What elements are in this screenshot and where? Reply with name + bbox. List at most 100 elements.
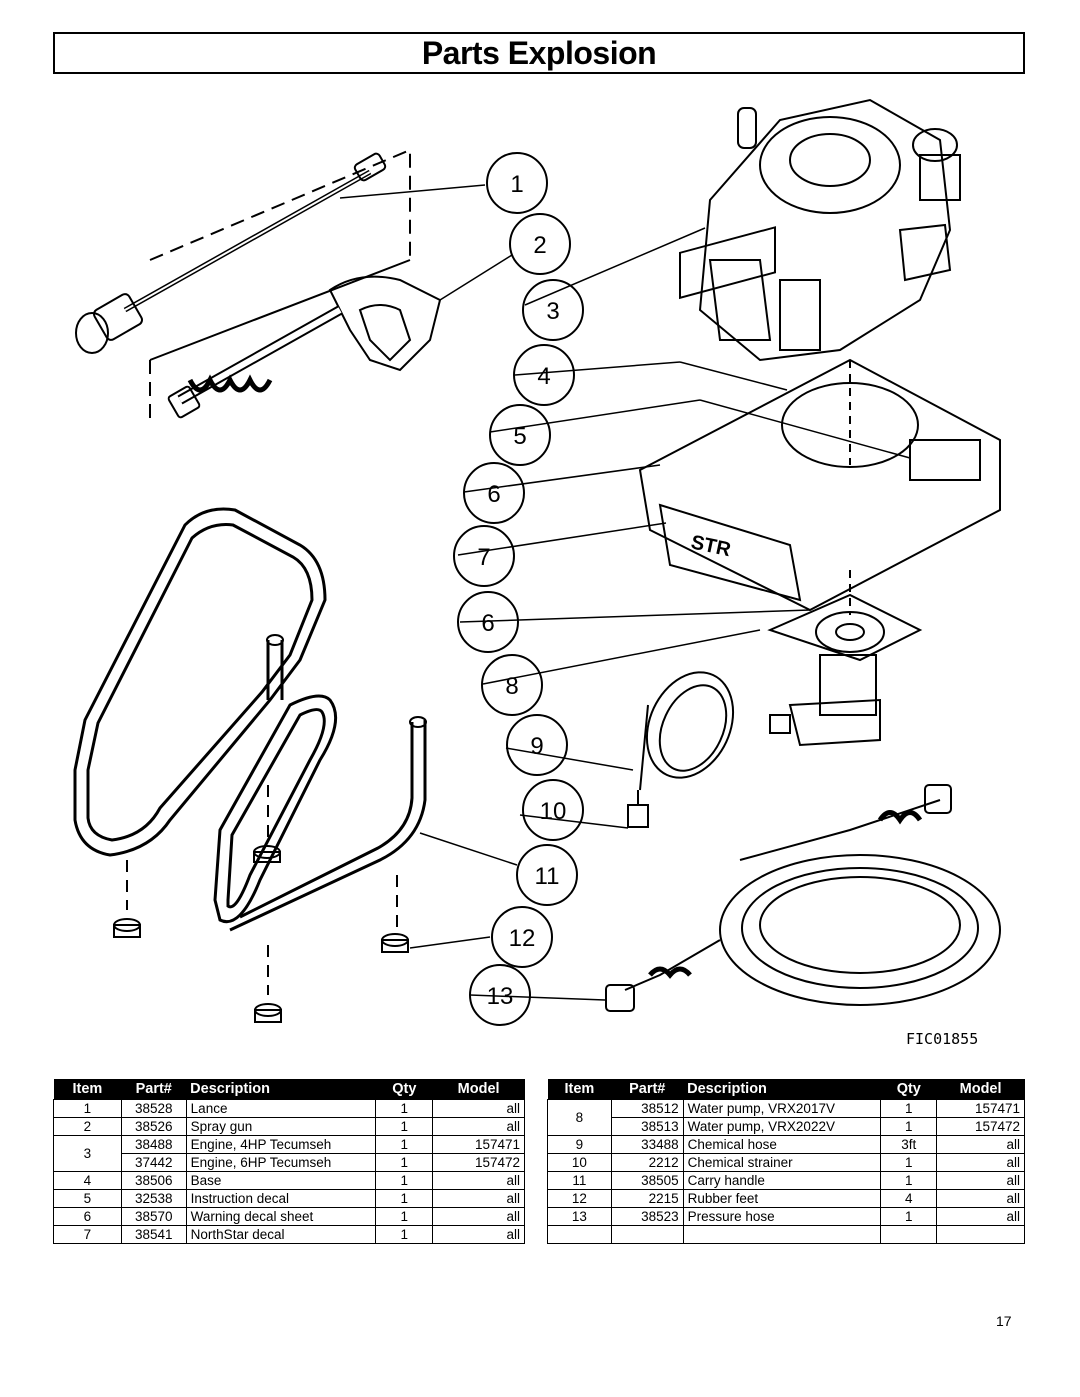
cell-part: 38528 [120,1098,187,1118]
cell-part: 38541 [120,1224,187,1244]
cell-description: Engine, 6HP Tecumseh [185,1152,377,1172]
engine-drawing [698,98,961,362]
figure-code: FIC01855 [906,1030,979,1048]
base-drawing: STR [638,226,1001,612]
callout-label: 8 [505,673,518,700]
cell-item: 11 [547,1170,612,1190]
cell-item: 2 [53,1116,122,1136]
cell-description: Water pump, VRX2022V [682,1116,882,1136]
cell-description: Base [185,1170,377,1190]
cell-qty: 1 [880,1170,938,1190]
table-row: 6 38570 Warning decal sheet 1 all [53,1206,525,1226]
pressure-hose-drawing [605,784,1001,1012]
table-row: 9 33488 Chemical hose 3ft all [547,1134,1025,1154]
cell-part: 38506 [120,1170,187,1190]
header-item: Item [53,1079,122,1099]
cell-description [682,1224,882,1244]
cell-item: 13 [547,1206,612,1226]
parts-explosion-diagram: STR [73,98,1001,1026]
table-row: 7 38541 NorthStar decal 1 all [53,1224,525,1244]
callout-label: 11 [535,863,560,890]
callout-label: 6 [481,610,494,637]
cell-qty: 1 [880,1206,938,1226]
cell-qty: 4 [880,1188,938,1208]
cell-part: 2215 [610,1188,684,1208]
callout-label: 13 [487,983,514,1010]
cell-part: 38488 [120,1134,187,1154]
cell-description: Water pump, VRX2017V [682,1098,882,1118]
cell-qty: 1 [375,1134,434,1154]
cell-description: Carry handle [682,1170,882,1190]
cell-qty: 1 [880,1152,938,1172]
cell-part: 38570 [120,1206,187,1226]
cell-qty: 1 [375,1170,434,1190]
chemical-hose-drawing [627,671,735,828]
cell-model: all [432,1170,525,1190]
leader-lines [339,184,911,1001]
callout-label: 9 [530,733,543,760]
header-model: Model [936,1079,1025,1099]
table-header-row: Item Part# Description Qty Model [53,1079,525,1099]
cell-item: 7 [53,1224,122,1244]
cell-qty: 1 [375,1098,434,1118]
cell-model: all [936,1170,1025,1190]
header-qty: Qty [880,1079,937,1099]
cell-qty: 1 [375,1116,434,1136]
rubber-feet-drawing [113,785,409,1023]
cell-description: Rubber feet [682,1188,882,1208]
cell-part: 38512 [610,1098,684,1118]
header-model: Model [432,1079,525,1099]
cell-item [547,1224,612,1244]
table-row: 2 38526 Spray gun 1 all [53,1116,525,1136]
cell-model: all [432,1188,525,1208]
header-part: Part# [121,1079,187,1099]
cell-item: 8 [547,1098,612,1136]
spray-gun-drawing [167,275,442,419]
cell-qty: 1 [375,1152,434,1172]
table-header-row: Item Part# Description Qty Model [547,1079,1025,1099]
cell-model: all [936,1152,1025,1172]
cell-model: all [936,1134,1025,1154]
header-description: Description [186,1079,376,1099]
cell-item: 5 [53,1188,122,1208]
cell-qty: 1 [880,1098,938,1118]
carry-handle-drawing [73,507,427,932]
cell-part: 38513 [610,1116,684,1136]
header-part: Part# [611,1079,684,1099]
cell-model [936,1224,1025,1244]
cell-part: 38505 [610,1170,684,1190]
table-row: 10 2212 Chemical strainer 1 all [547,1152,1025,1172]
table-row: 38513 Water pump, VRX2022V 1 157472 [548,1116,1025,1136]
callout-label: 4 [537,363,550,390]
cell-qty: 1 [375,1206,434,1226]
cell-qty: 1 [880,1116,938,1136]
table-row: 37442 Engine, 6HP Tecumseh 1 157472 [54,1152,525,1172]
cell-part: 38526 [120,1116,187,1136]
cell-description: NorthStar decal [185,1224,377,1244]
svg-text:STR: STR [689,531,733,561]
page-title: Parts Explosion [421,34,657,71]
cell-qty: 1 [375,1188,434,1208]
table-row: 5 32538 Instruction decal 1 all [53,1188,525,1208]
cell-description: Engine, 4HP Tecumseh [185,1134,377,1154]
cell-item: 4 [53,1170,122,1190]
cell-part [610,1224,684,1244]
parts-table-right: Item Part# Description Qty Model 8 38512… [547,1079,1025,1244]
cell-part: 38523 [610,1206,684,1226]
cell-item: 6 [53,1206,122,1226]
cell-item: 12 [547,1188,612,1208]
cell-model: 157471 [432,1134,525,1154]
cell-item: 3 [53,1134,122,1172]
callout-label: 6 [487,481,500,508]
callout-label: 1 [510,171,523,198]
table-row: 4 38506 Base 1 all [53,1170,525,1190]
lance-drawing [75,148,411,420]
cell-qty [880,1224,938,1244]
callout-circles [453,152,584,1026]
header-description: Description [683,1079,881,1099]
cell-description: Spray gun [185,1116,377,1136]
cell-model: 157472 [432,1152,525,1172]
cell-model: all [432,1224,525,1244]
table-row: 3 38488 Engine, 4HP Tecumseh 1 157471 [53,1134,525,1172]
cell-model: all [432,1206,525,1226]
